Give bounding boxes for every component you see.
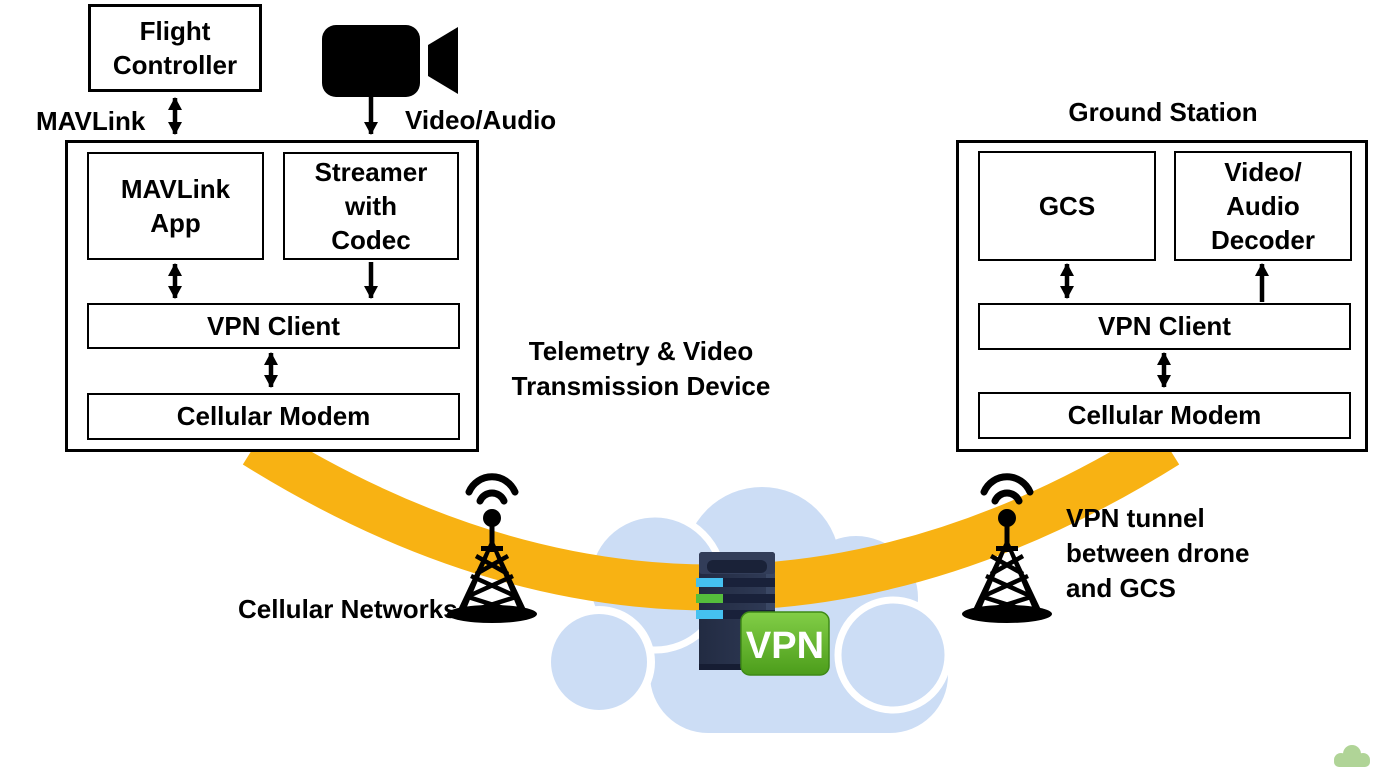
streamer-box: Streamer with Codec xyxy=(283,152,459,260)
ground-station-title: Ground Station xyxy=(1068,97,1258,127)
vpn-client-right-box: VPN Client xyxy=(978,303,1351,350)
mavlink-app-box: MAVLink App xyxy=(87,152,264,260)
device-frame: MAVLink App Streamer with Codec VPN Clie… xyxy=(65,140,479,452)
ground-station-frame: GCS Video/ Audio Decoder VPN Client Cell… xyxy=(956,140,1368,452)
vpn-badge-label: VPN xyxy=(746,625,824,667)
cellular-modem-right-box: Cellular Modem xyxy=(978,392,1351,439)
watermark-logo xyxy=(1334,745,1370,767)
video-camera-icon xyxy=(322,25,458,97)
video-audio-label: Video/Audio xyxy=(405,105,557,135)
cellular-modem-left-box: Cellular Modem xyxy=(87,393,460,440)
vpn-client-left-box: VPN Client xyxy=(87,303,460,349)
flight-controller-box: Flight Controller xyxy=(88,4,262,92)
device-caption: Telemetry & Video Transmission Device xyxy=(511,336,771,401)
mavlink-label: MAVLink xyxy=(36,106,146,136)
cellular-networks-label: Cellular Networks xyxy=(238,594,458,624)
vpn-badge: VPN xyxy=(740,611,830,676)
decoder-box: Video/ Audio Decoder xyxy=(1174,151,1352,261)
vpn-tunnel-caption: VPN tunnel between drone and GCS xyxy=(1066,503,1250,603)
gcs-box: GCS xyxy=(978,151,1156,261)
